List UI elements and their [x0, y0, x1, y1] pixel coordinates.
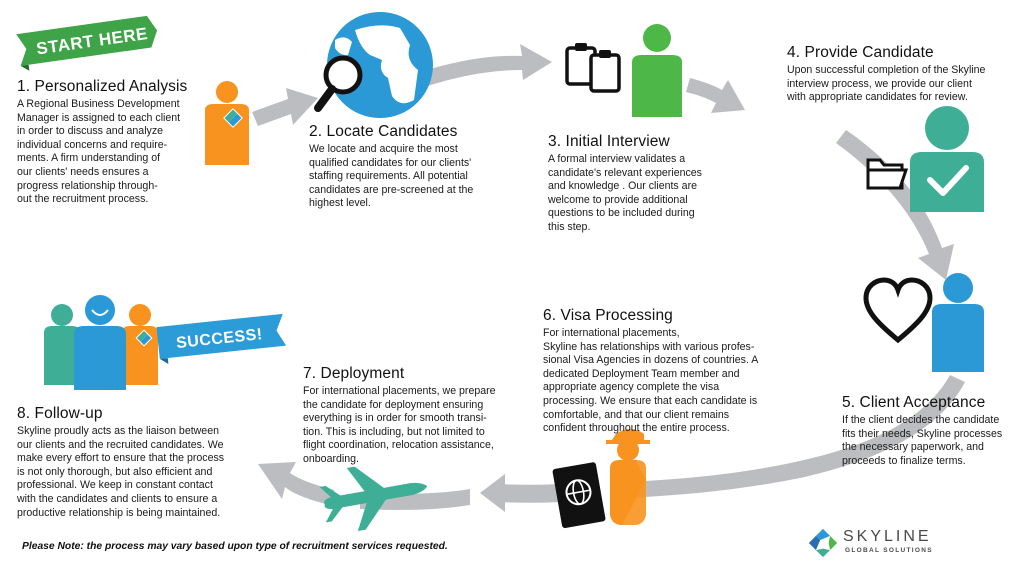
step-8-line: professional. We keep in constant contac…	[17, 479, 213, 492]
folder-icon	[866, 158, 909, 190]
step-2-line: staffing requirements. All potential	[309, 170, 468, 183]
step-8-description: Skyline proudly acts as the liaison betw…	[17, 425, 257, 520]
step-8-title: 8. Follow-up	[17, 405, 103, 422]
step-6-line: For international placements,	[543, 327, 680, 339]
step-3-line: candidate's relevant experiences	[548, 166, 702, 179]
step-1: 1. Personalized Analysis A Regional Busi…	[17, 78, 217, 207]
step-2: 2. Locate Candidates We locate and acqui…	[309, 123, 509, 211]
process-note: Please Note: the process may vary based …	[22, 541, 448, 552]
step-1-description: A Regional Business Development Manager …	[17, 98, 217, 207]
step-5-line: fits their needs, Skyline processes	[842, 427, 1003, 440]
step-4-line: with appropriate candidates for review.	[787, 91, 968, 104]
step-3-line: this step.	[548, 220, 591, 233]
step-3-line: welcome to provide additional	[548, 193, 688, 206]
step-7-line: everything is in order for smooth transi…	[303, 412, 487, 425]
step-2-description: We locate and acquire the most qualified…	[309, 143, 509, 211]
arrow-segment-2	[420, 44, 552, 87]
step-2-line: highest level.	[309, 197, 371, 210]
logo-name: SKYLINE	[843, 528, 932, 545]
clipboard-documents-icon	[565, 43, 621, 93]
step-1-line: ments. A firm understanding of	[17, 152, 161, 165]
step-1-line: progress relationship through-	[17, 179, 158, 192]
blue-person-icon	[932, 273, 984, 372]
step-6-title: 6. Visa Processing	[543, 307, 673, 324]
step-7-line: onboarding.	[303, 452, 359, 465]
step-8: 8. Follow-up Skyline proudly acts as the…	[17, 405, 257, 520]
step-3-line: and knowledge . Our clients are	[548, 180, 697, 193]
step-5-description: If the client decides the candidate fits…	[842, 414, 1022, 468]
step-1-line: A Regional Business Development	[17, 98, 180, 110]
step-8-line: is not only thorough, but also efficient…	[17, 465, 213, 478]
step-7-title: 7. Deployment	[303, 365, 405, 382]
step-6-line: Skyline has relationships with various p…	[543, 340, 755, 353]
step-6-line: appropriate agency complete the visa	[543, 381, 720, 394]
skyline-logo-icon	[808, 528, 838, 558]
magnifier-globe-icon	[314, 12, 433, 118]
team-icon	[44, 295, 158, 390]
step-1-line: individual concerns and require-	[17, 138, 168, 151]
step-2-line: We locate and acquire the most	[309, 143, 458, 155]
step-8-line: make every effort to ensure that the pro…	[17, 452, 225, 465]
heart-icon	[863, 277, 933, 344]
person-check-icon	[910, 106, 984, 212]
success-ribbon: SUCCESS!	[156, 313, 287, 365]
step-4-line: interview process, we provide our client	[787, 77, 972, 90]
arrow-segment-3	[686, 78, 745, 113]
step-3: 3. Initial Interview A formal interview …	[548, 133, 738, 235]
step-7-line: flight coordination, relocation assistan…	[303, 439, 494, 452]
step-8-line: Skyline proudly acts as the liaison betw…	[17, 425, 219, 437]
step-7-line: tion. This is including, but not limited…	[303, 425, 485, 438]
step-1-title: 1. Personalized Analysis	[17, 78, 188, 95]
step-6: 6. Visa Processing For international pla…	[543, 307, 783, 436]
step-5-title: 5. Client Acceptance	[842, 394, 986, 411]
step-6-line: confident throughout the entire process.	[543, 422, 730, 435]
step-6-line: sional Visa Agencies in dozens of countr…	[543, 354, 759, 367]
step-2-line: qualified candidates for our clients'	[309, 156, 472, 169]
step-7-description: For international placements, we prepare…	[303, 385, 528, 467]
arrow-segment-7	[480, 474, 545, 512]
step-4-title: 4. Provide Candidate	[787, 44, 934, 61]
step-1-line: in order to discuss and analyze	[17, 125, 164, 138]
arrow-segment-4	[836, 130, 954, 280]
step-5-line: the necessary paperwork, and	[842, 441, 984, 454]
step-5: 5. Client Acceptance If the client decid…	[842, 394, 1022, 468]
step-3-line: questions to be included during	[548, 207, 695, 220]
step-5-line: If the client decides the candidate	[842, 414, 1000, 426]
step-6-description: For international placements, Skyline ha…	[543, 327, 783, 436]
step-1-line: our clients' needs ensures a	[17, 165, 149, 178]
skyline-logo: SKYLINE GLOBAL SOLUTIONS	[807, 527, 947, 561]
step-6-line: dedicated Deployment Team member and	[543, 367, 740, 380]
airplane-icon	[319, 466, 428, 531]
step-8-line: our clients and the recruited candidates…	[17, 438, 224, 451]
step-3-line: A formal interview validates a	[548, 153, 686, 165]
step-6-line: processing. We ensure that each candidat…	[543, 394, 758, 407]
step-2-line: candidates are pre-screened at the	[309, 183, 474, 196]
step-4-line: Upon successful completion of the Skylin…	[787, 64, 986, 76]
logo-tagline: GLOBAL SOLUTIONS	[845, 547, 933, 554]
step-1-line: out the recruitment process.	[17, 193, 149, 206]
step-7-line: For international placements, we prepare	[303, 385, 496, 397]
start-here-ribbon: START HERE	[16, 15, 158, 71]
arrow-segment-5	[620, 375, 965, 498]
step-7-line: the candidate for deployment ensuring	[303, 398, 484, 411]
step-8-line: productive relationship is being maintai…	[17, 506, 221, 519]
person-icon	[205, 81, 249, 165]
process-arrow	[252, 44, 965, 512]
step-5-line: proceeds to finalize terms.	[842, 454, 966, 467]
step-6-line: comfortable, and that our client remains	[543, 408, 730, 421]
step-2-title: 2. Locate Candidates	[309, 123, 458, 140]
step-4: 4. Provide Candidate Upon successful com…	[787, 44, 1017, 105]
passport-officer-icon	[552, 429, 650, 529]
step-8-line: with the candidates and clients to ensur…	[17, 492, 218, 505]
step-3-title: 3. Initial Interview	[548, 133, 670, 150]
step-7: 7. Deployment For international placemen…	[303, 365, 528, 467]
arrow-segment-1	[252, 88, 318, 126]
step-1-line: Manager is assigned to each client	[17, 111, 181, 124]
arrow-segment-9	[258, 462, 334, 505]
green-person-icon	[632, 24, 682, 117]
step-4-description: Upon successful completion of the Skylin…	[787, 64, 1017, 105]
step-3-description: A formal interview validates a candidate…	[548, 153, 738, 235]
